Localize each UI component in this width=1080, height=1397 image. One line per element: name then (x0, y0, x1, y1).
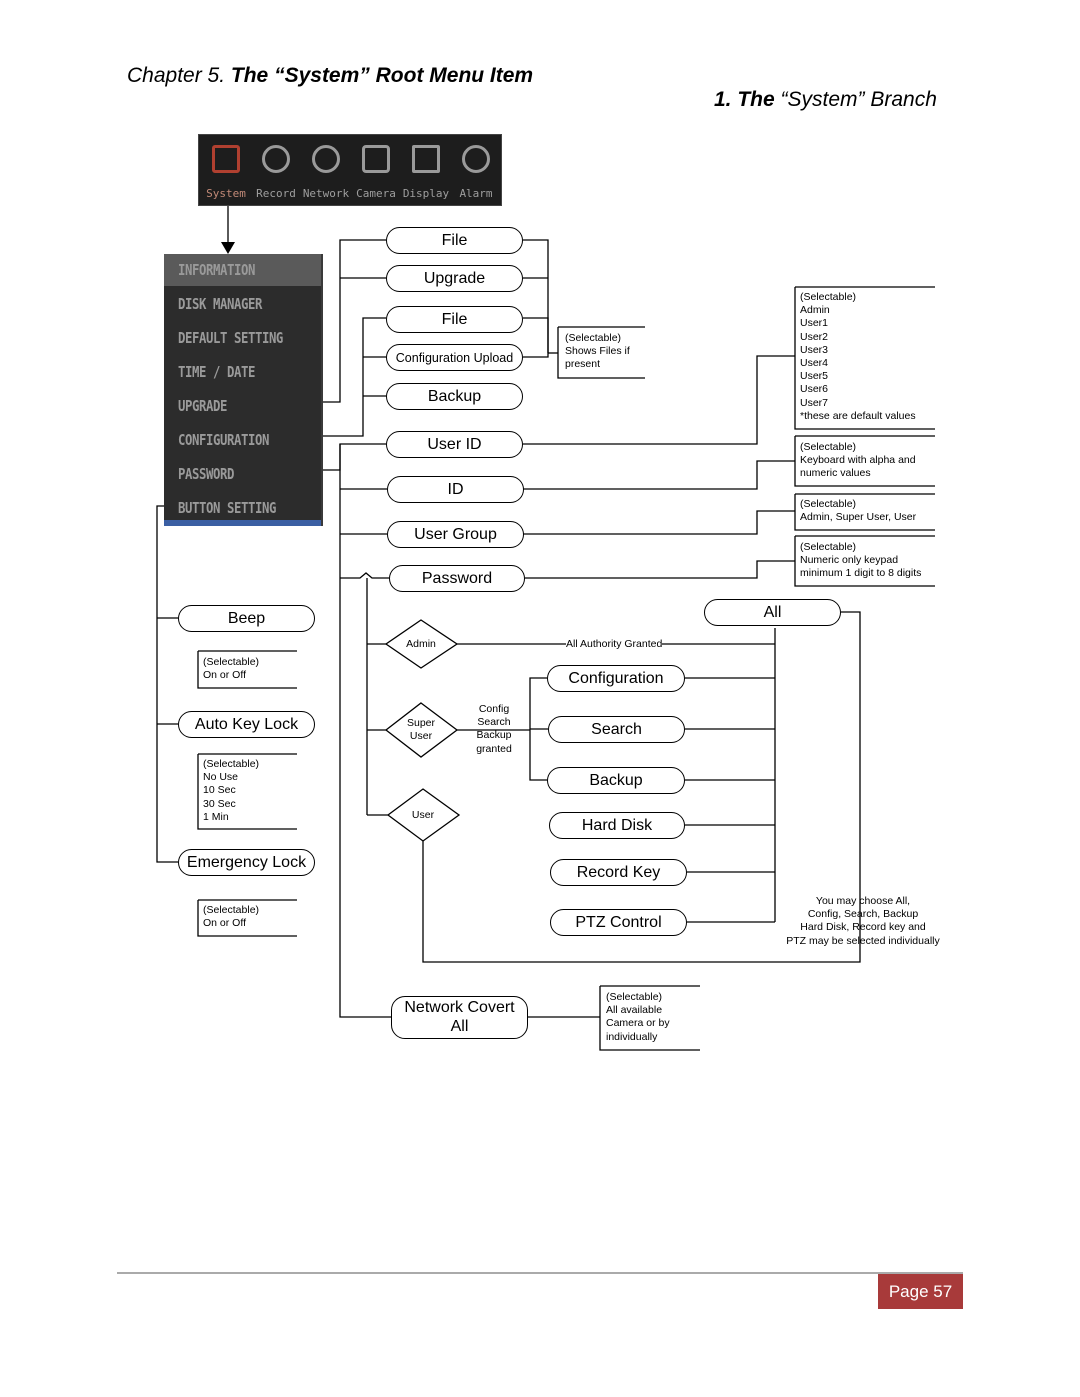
side-menu-footer (164, 520, 321, 526)
hard-disk-node: Hard Disk (549, 812, 685, 839)
backup-permission-node: Backup (547, 767, 685, 794)
emergency-lock-node: Emergency Lock (178, 849, 315, 876)
user-diamond (386, 788, 461, 842)
admin-diamond (384, 619, 459, 669)
record-key-node: Record Key (550, 859, 687, 886)
globe-icon (312, 145, 340, 173)
system-icon (212, 145, 240, 173)
config-files-note: (Selectable) Shows Files if present (565, 332, 630, 371)
menu-bar-label: Alarm (459, 187, 493, 200)
beep-values-note: (Selectable) On or Off (203, 656, 260, 682)
network-covert-node: Network Covert All (391, 996, 528, 1039)
menu-bar-label: Record (256, 187, 296, 200)
id-node: ID (387, 476, 524, 503)
configuration-node: Configuration (547, 665, 685, 692)
monitor-icon (412, 145, 440, 173)
side-menu-item[interactable]: DEFAULT SETTING (178, 329, 283, 347)
network-covert-values-note: (Selectable) All available Camera or by … (606, 991, 670, 1043)
id-values-note: (Selectable) Keyboard with alpha and num… (800, 441, 916, 480)
beep-node: Beep (178, 605, 315, 632)
menu-bar-record[interactable]: Record (251, 141, 301, 201)
menu-bar-network[interactable]: Network (301, 141, 351, 201)
side-menu-highlight (164, 254, 321, 286)
file-node: File (386, 227, 523, 254)
menu-bar-system[interactable]: System (201, 141, 251, 201)
menu-bar-label: Display (402, 187, 450, 200)
super-user-diamond (384, 702, 459, 758)
user-id-node: User ID (386, 431, 523, 458)
system-side-menu: INFORMATION DISK MANAGER DEFAULT SETTING… (164, 254, 323, 526)
section-number: 1. The (714, 88, 781, 111)
search-node: Search (548, 716, 685, 743)
backup-node: Backup (386, 383, 523, 410)
chapter-heading: Chapter 5. The “System” Root Menu Item (127, 64, 533, 88)
side-menu-item[interactable]: TIME / DATE (178, 363, 255, 381)
config-file-node: File (386, 306, 523, 333)
menu-bar-label: Camera (356, 187, 396, 200)
admin-diamond-label: Admin (406, 638, 436, 650)
menu-bar-camera[interactable]: Camera (351, 141, 401, 201)
network-covert-line1: Network Covert (404, 999, 515, 1016)
side-menu-item[interactable]: CONFIGURATION (178, 431, 269, 449)
film-reel-icon (262, 145, 290, 173)
super-granted-note: Config Search Backup granted (476, 703, 512, 755)
chapter-prefix: Chapter 5. (127, 64, 231, 87)
user-id-values-note: (Selectable) Admin User1 User2 User3 Use… (800, 291, 916, 422)
all-authority-note: All Authority Granted (566, 638, 663, 652)
menu-bar-label: Network (302, 187, 350, 200)
password-node: Password (389, 565, 525, 592)
side-menu-item[interactable]: UPGRADE (178, 397, 227, 415)
section-title: “System” Branch (780, 88, 937, 111)
side-menu-item[interactable]: INFORMATION (178, 261, 255, 279)
auto-lock-values-note: (Selectable) No Use 10 Sec 30 Sec 1 Min (203, 758, 260, 823)
emergency-values-note: (Selectable) On or Off (203, 904, 260, 930)
section-heading: 1. The “System” Branch (714, 88, 937, 112)
page-number-badge: Page 57 (878, 1274, 963, 1309)
menu-bar-display[interactable]: Display (401, 141, 451, 201)
side-menu-item[interactable]: BUTTON SETTING (178, 499, 276, 517)
user-group-node: User Group (387, 521, 524, 548)
system-menu-bar: System Record Network Camera Display Ala… (198, 134, 502, 206)
group-values-note: (Selectable) Admin, Super User, User (800, 498, 917, 524)
side-menu-item[interactable]: PASSWORD (178, 465, 234, 483)
upgrade-node: Upgrade (386, 265, 523, 292)
super-user-diamond-label: Super User (406, 717, 436, 742)
alarm-icon (462, 145, 490, 173)
auto-key-lock-node: Auto Key Lock (178, 711, 315, 738)
chapter-title: The “System” Root Menu Item (230, 64, 534, 87)
user-diamond-label: User (411, 809, 435, 821)
side-menu-item[interactable]: DISK MANAGER (178, 295, 262, 313)
password-values-note: (Selectable) Numeric only keypad minimum… (800, 541, 922, 580)
network-covert-line2: All (450, 1018, 469, 1035)
choose-all-note: You may choose All, Config, Search, Back… (786, 895, 940, 947)
camera-icon (362, 145, 390, 173)
menu-bar-alarm[interactable]: Alarm (451, 141, 501, 201)
menu-bar-label: System (206, 187, 246, 200)
config-upload-node: Configuration Upload (386, 344, 523, 371)
all-node: All (704, 599, 841, 626)
ptz-control-node: PTZ Control (550, 909, 687, 936)
